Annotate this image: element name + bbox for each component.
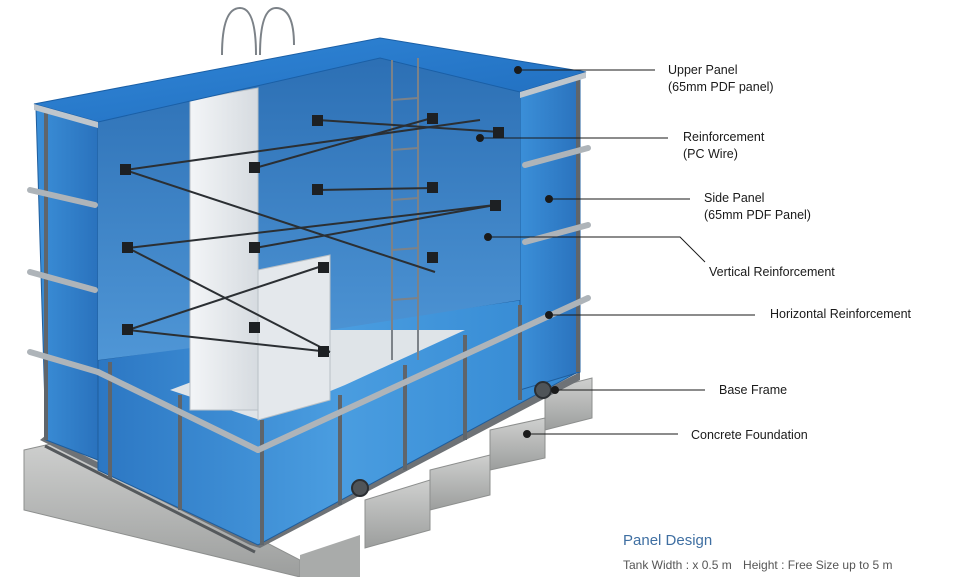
- partition-wall: [189, 87, 259, 411]
- valve-icon: [351, 479, 369, 497]
- label-side-panel: Side Panel(65mm PDF Panel): [704, 191, 811, 222]
- label-vertical-reinforcement: Vertical Reinforcement: [709, 265, 835, 279]
- tank-width-text: Tank Width : x 0.5 m: [623, 558, 732, 572]
- label-reinforcement: Reinforcement(PC Wire): [683, 130, 765, 161]
- concrete-foundation: [23, 377, 593, 578]
- partition-wall-lower: [257, 254, 331, 421]
- height-text: Height : Free Size up to 5 m: [743, 558, 893, 572]
- wire-anchors: [120, 113, 504, 357]
- ladder: [221, 6, 419, 360]
- panel-design-spec: Tank Width : x 0.5 m Height : Free Size …: [623, 558, 900, 572]
- label-upper-panel: Upper Panel(65mm PDF panel): [668, 63, 774, 94]
- label-base-frame: Base Frame: [719, 383, 788, 397]
- valve-icon: [534, 381, 552, 399]
- label-concrete-foundation: Concrete Foundation: [691, 428, 808, 442]
- pc-wire: [124, 117, 501, 353]
- leader-lines: [476, 66, 755, 438]
- horizontal-reinforcement: [27, 145, 591, 453]
- panel-design-title: Panel Design: [623, 532, 713, 549]
- label-horizontal-reinforcement: Horizontal Reinforcement: [770, 307, 912, 321]
